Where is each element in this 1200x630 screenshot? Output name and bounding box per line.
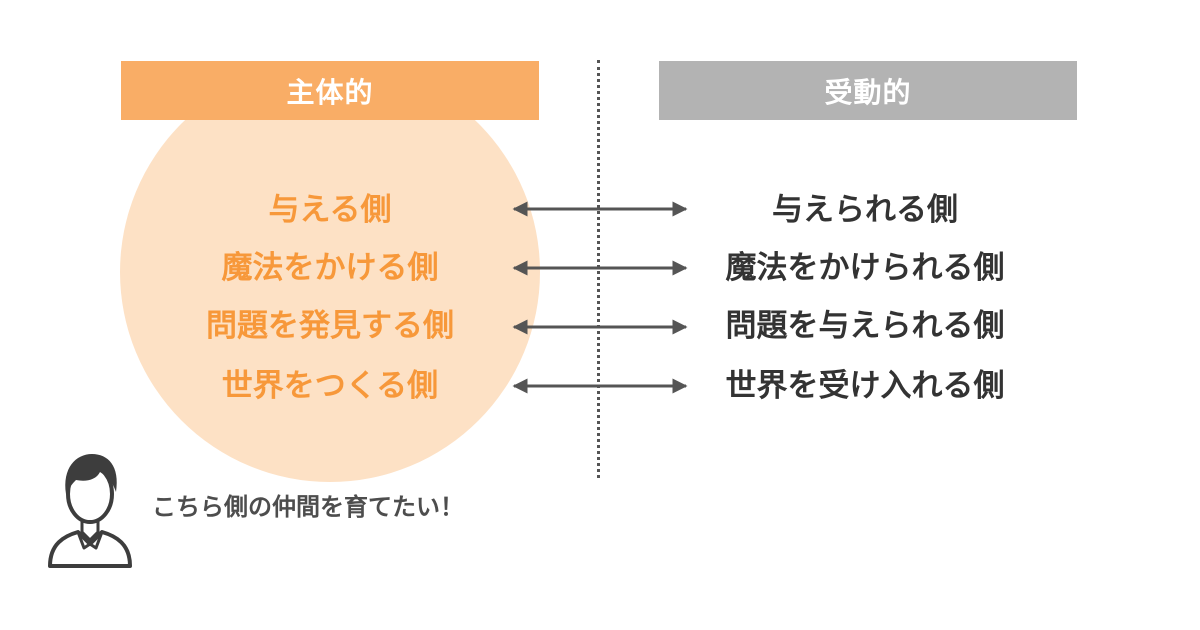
passive-item-problem: 問題を与えられる側: [725, 308, 1005, 344]
active-item-give: 与える側: [268, 192, 392, 228]
passive-header: 受動的: [659, 61, 1077, 120]
passive-item-magic: 魔法をかけられる側: [725, 250, 1005, 286]
active-side-circle: [120, 62, 540, 482]
active-header-label: 主体的: [286, 75, 374, 109]
passive-item-world: 世界を受け入れる側: [725, 368, 1005, 404]
active-header: 主体的: [121, 61, 539, 120]
speech-text: こちら側の仲間を育てたい！: [152, 493, 464, 521]
active-item-world: 世界をつくる側: [221, 368, 439, 404]
passive-header-label: 受動的: [824, 75, 912, 109]
person-avatar-icon: [48, 454, 132, 568]
active-item-magic: 魔法をかける側: [221, 250, 439, 286]
passive-item-give: 与えられる側: [772, 192, 958, 228]
active-item-problem: 問題を発見する側: [206, 308, 454, 344]
